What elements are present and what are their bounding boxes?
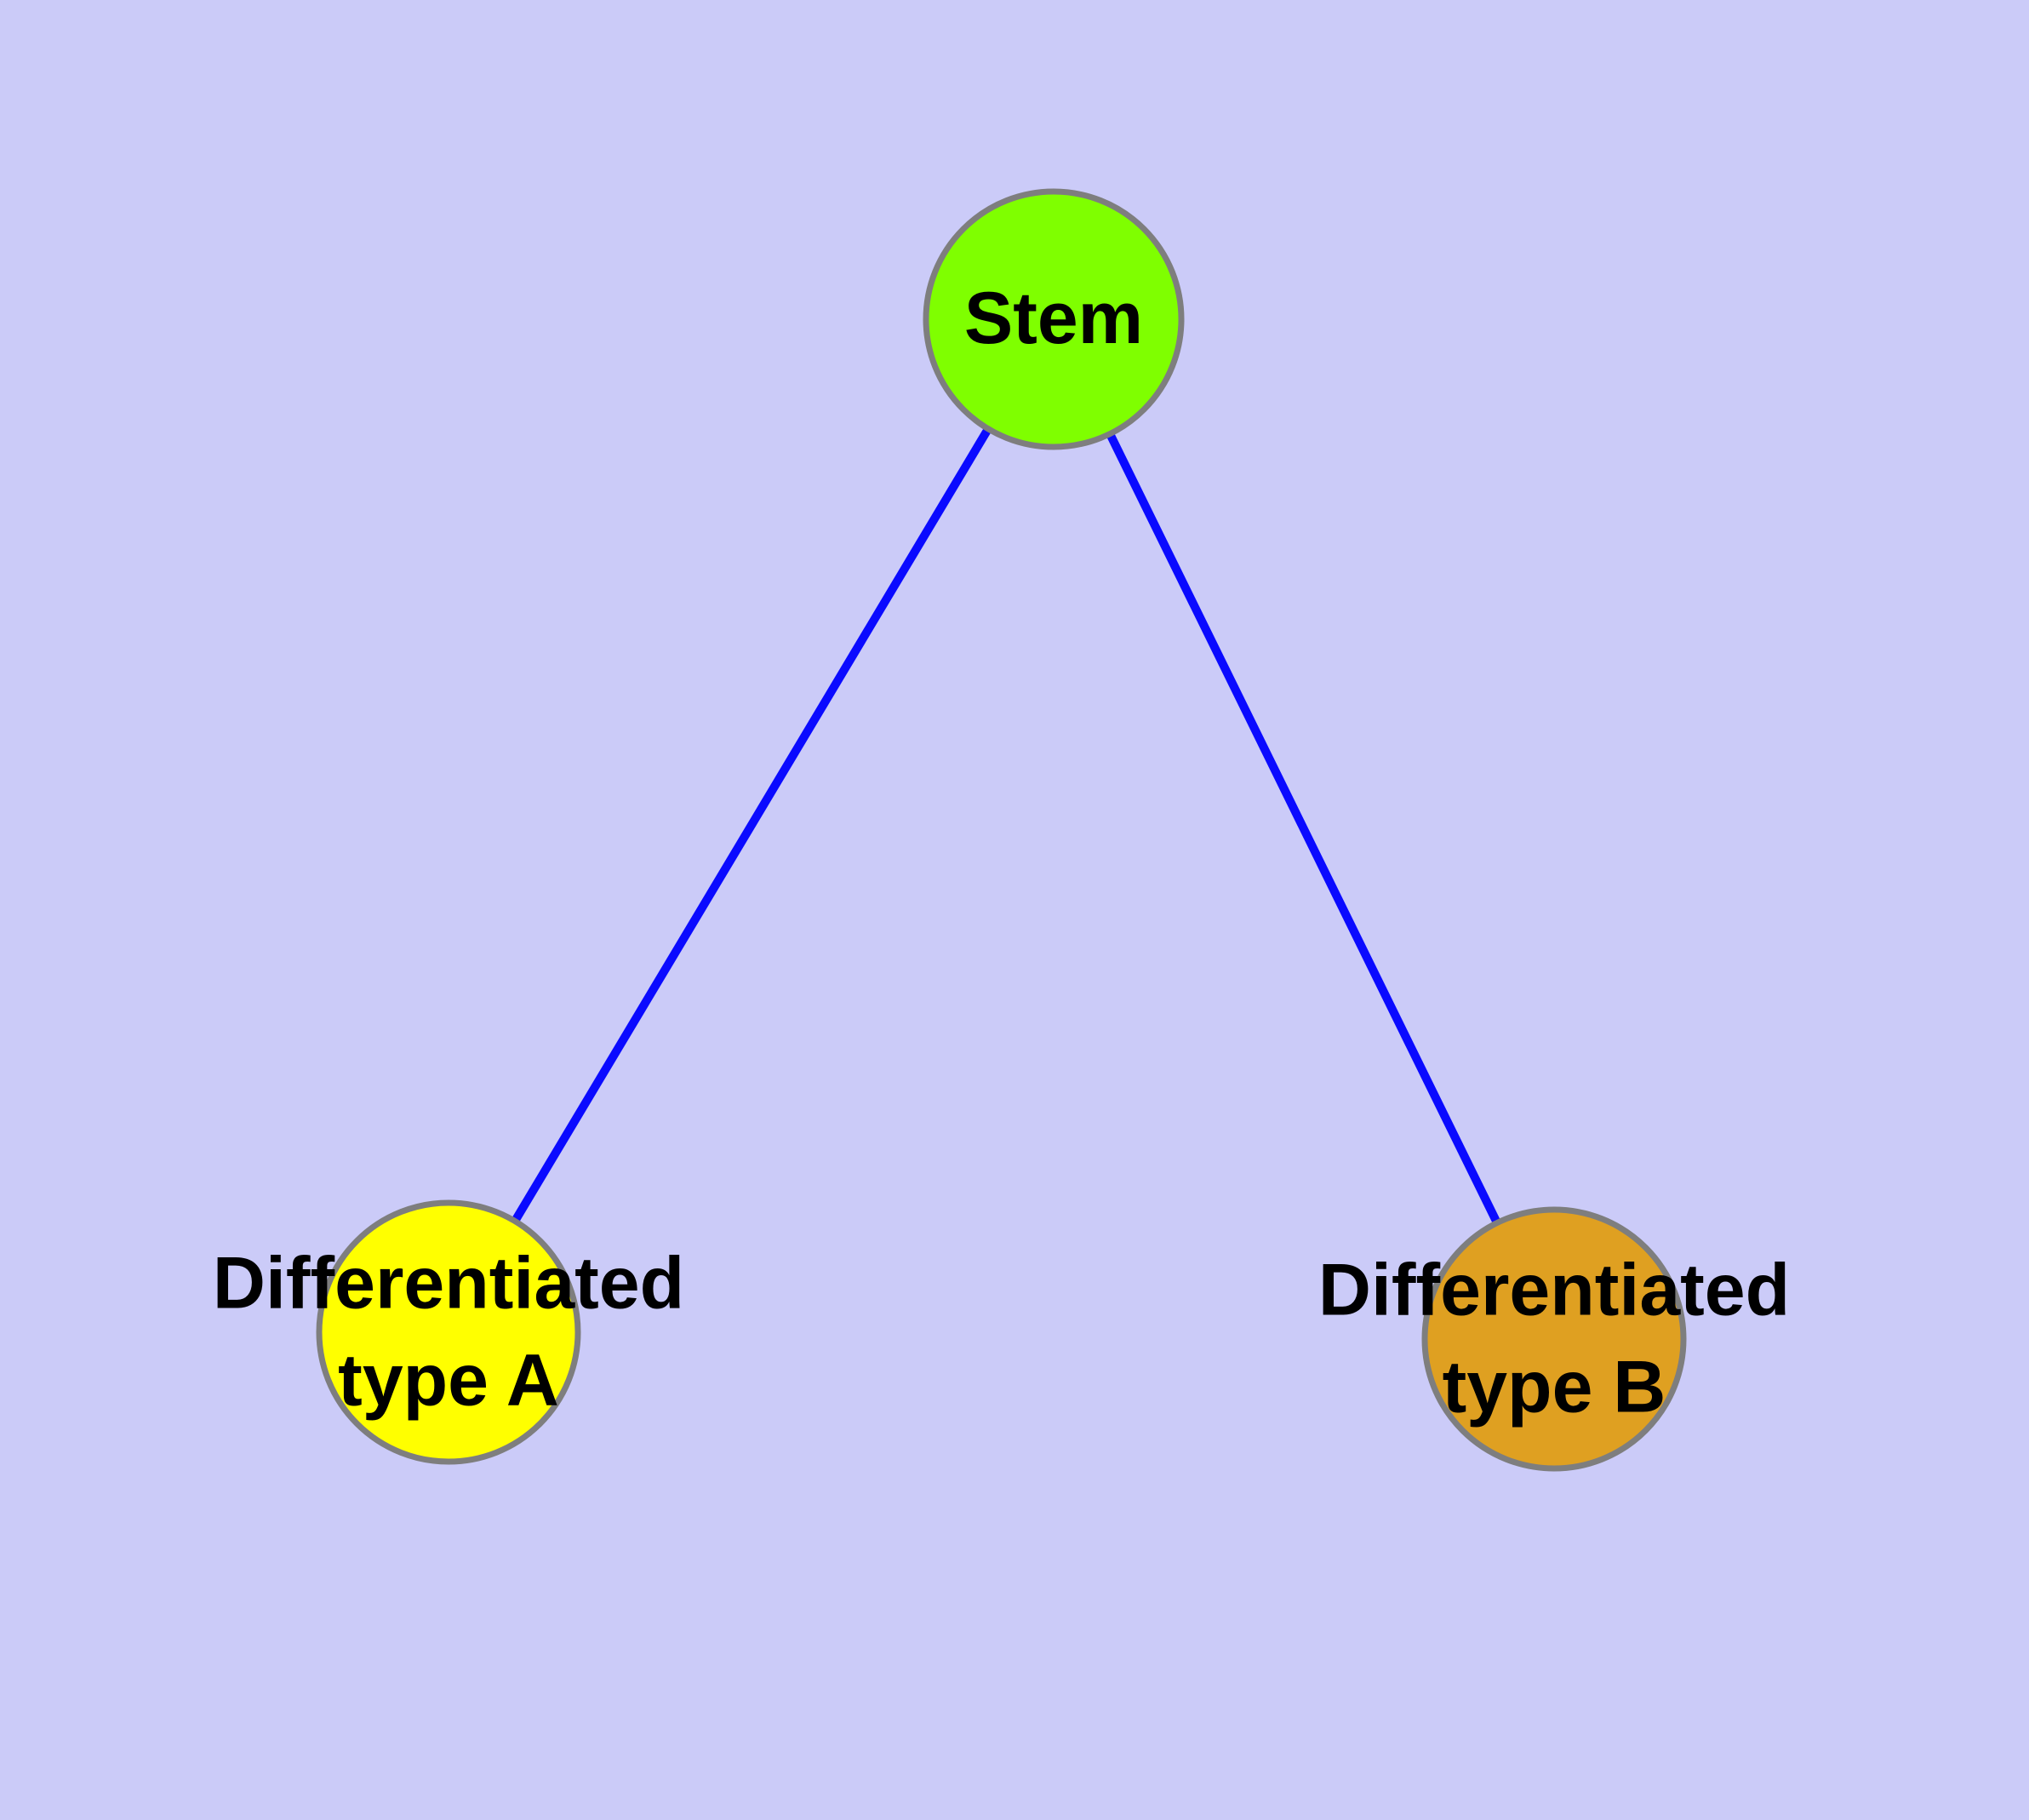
- edge-stem-to-type-b: [1049, 317, 1558, 1342]
- node-type-b[interactable]: [1421, 1206, 1687, 1472]
- edge-stem-to-type-a: [444, 317, 1058, 1335]
- node-stem[interactable]: [923, 188, 1185, 450]
- node-type-a[interactable]: [316, 1199, 581, 1465]
